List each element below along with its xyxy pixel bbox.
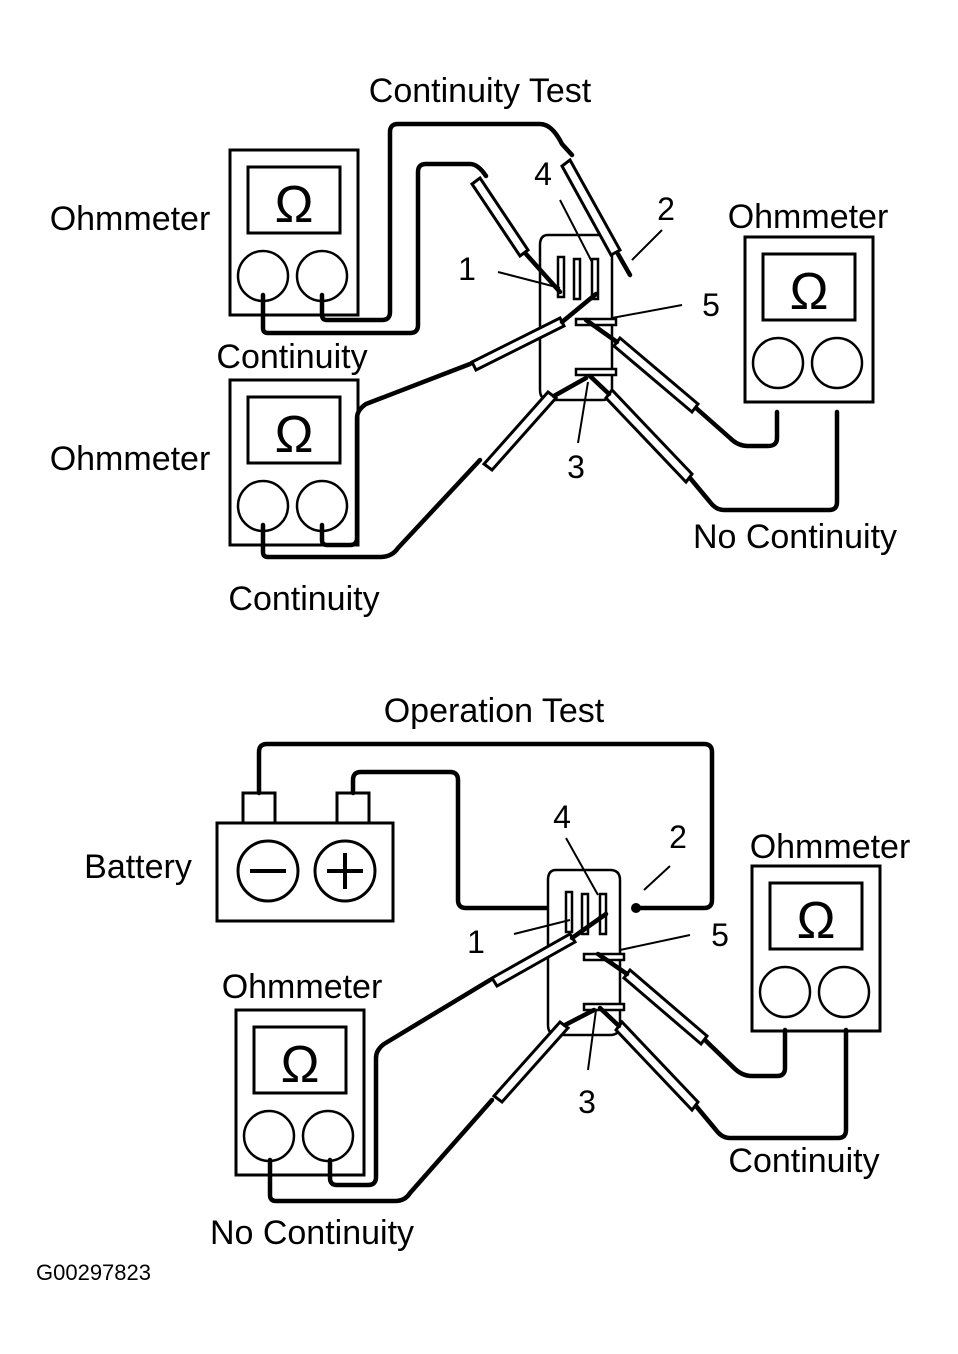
result-label: Continuity xyxy=(228,580,379,618)
omega-icon: Ω xyxy=(275,176,314,234)
ohmmeter-label: Ohmmeter xyxy=(750,828,911,866)
figure-code: G00297823 xyxy=(36,1260,151,1285)
ohmmeter-label: Ohmmeter xyxy=(50,200,211,238)
terminal-2-label: 2 xyxy=(669,819,687,855)
result-label: Continuity xyxy=(216,338,367,376)
probe xyxy=(614,1019,700,1113)
omega-icon: Ω xyxy=(790,263,829,321)
probe xyxy=(469,175,531,259)
probe xyxy=(491,1019,571,1105)
ohmmeter-top-right: Ω xyxy=(743,235,875,404)
terminal-2-label: 2 xyxy=(657,191,675,227)
ohmmeter-label: Ohmmeter xyxy=(728,198,889,236)
ohmmeter-label: Ohmmeter xyxy=(222,968,383,1006)
ohmmeter-middle-left: Ω xyxy=(228,378,360,547)
probe xyxy=(481,389,559,473)
probe xyxy=(611,335,701,415)
result-label: No Continuity xyxy=(210,1214,414,1252)
ohmmeter-bottom-left: Ω xyxy=(234,1008,366,1177)
omega-icon: Ω xyxy=(797,892,836,950)
omega-icon: Ω xyxy=(281,1036,320,1094)
operation-test-title: Operation Test xyxy=(384,692,605,730)
probe xyxy=(621,967,710,1047)
ohmmeter-label: Ohmmeter xyxy=(50,440,211,478)
terminal-3-label: 3 xyxy=(567,449,585,485)
result-label: No Continuity xyxy=(693,518,897,556)
terminal-4-label: 4 xyxy=(553,799,571,835)
relay-top xyxy=(538,233,618,402)
terminal-3-label: 3 xyxy=(578,1084,596,1120)
result-label: Continuity xyxy=(728,1142,879,1180)
ohmmeter-top-left: Ω xyxy=(228,148,360,317)
battery xyxy=(215,791,395,923)
probe xyxy=(560,157,623,258)
terminal-5-label: 5 xyxy=(711,917,729,953)
probe xyxy=(469,315,567,373)
ohmmeter-bottom-right: Ω xyxy=(750,864,882,1033)
continuity-test-title: Continuity Test xyxy=(369,72,592,110)
probe xyxy=(489,931,578,989)
terminal-4-label: 4 xyxy=(534,156,552,192)
terminal-1-label: 1 xyxy=(458,251,476,287)
terminal-1-label: 1 xyxy=(467,924,485,960)
probe xyxy=(604,387,694,485)
battery-label: Battery xyxy=(84,848,192,886)
terminal-5-label: 5 xyxy=(702,287,720,323)
omega-icon: Ω xyxy=(275,406,314,464)
